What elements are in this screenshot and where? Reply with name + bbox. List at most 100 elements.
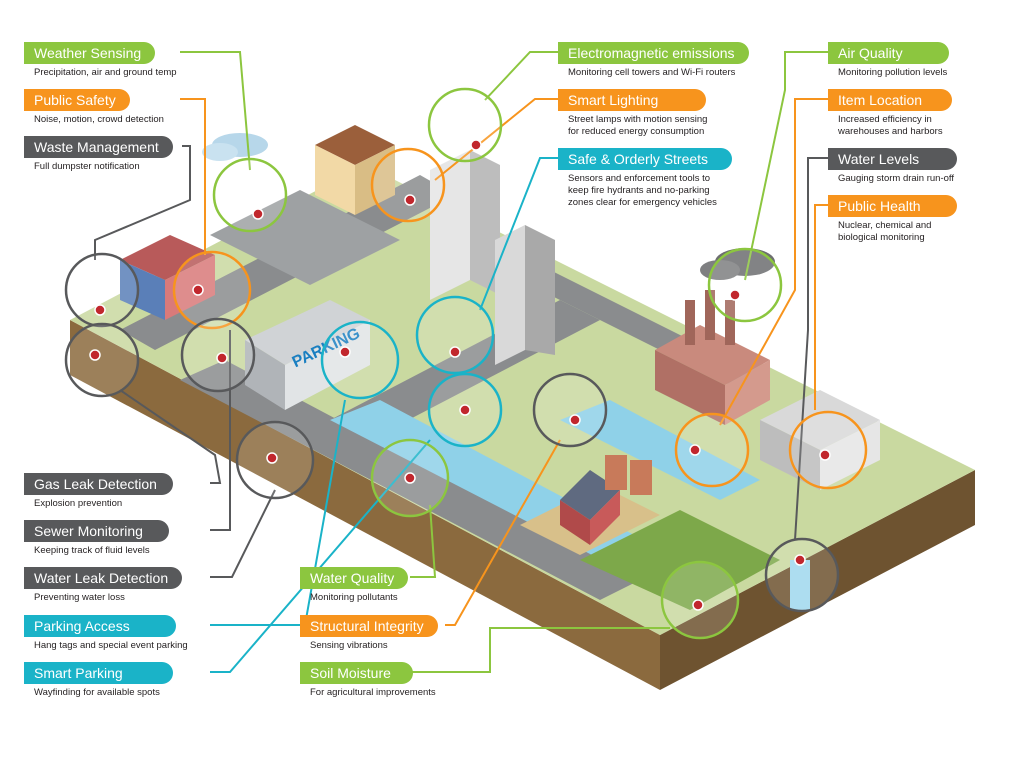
label-parking-access: Parking Access Hang tags and special eve… bbox=[24, 615, 188, 652]
sensor-electromagnetic bbox=[427, 87, 503, 163]
label-desc: Nuclear, chemical and bbox=[838, 220, 932, 231]
label-desc: Full dumpster notification bbox=[34, 161, 140, 172]
label-public-health: Public Health Nuclear, chemical and biol… bbox=[828, 195, 957, 244]
townhouse bbox=[315, 125, 395, 215]
label-gas-leak: Gas Leak Detection Explosion prevention bbox=[24, 473, 173, 510]
sensor-dot bbox=[689, 444, 701, 456]
label-smart-parking: Smart Parking Wayfinding for available s… bbox=[24, 662, 173, 699]
sensor-dot bbox=[216, 352, 228, 364]
sensor-dot bbox=[339, 346, 351, 358]
label-desc: zones clear for emergency vehicles bbox=[568, 197, 717, 208]
connector-water-levels bbox=[794, 157, 828, 541]
label-waste-management: Waste Management Full dumpster notificat… bbox=[24, 136, 173, 173]
sensor-water-levels bbox=[764, 537, 840, 613]
label-desc: warehouses and harbors bbox=[838, 126, 943, 137]
label-title: Public Safety bbox=[24, 89, 130, 111]
label-desc: keep fire hydrants and no-parking bbox=[568, 185, 710, 196]
label-desc: Monitoring cell towers and Wi-Fi routers bbox=[568, 67, 736, 78]
label-desc: Increased efficiency in bbox=[838, 114, 932, 125]
parking-garage: PARKING bbox=[245, 300, 370, 410]
label-desc: Monitoring pollutants bbox=[310, 592, 398, 603]
barn-house bbox=[560, 455, 652, 545]
label-desc: Sensing vibrations bbox=[310, 640, 388, 651]
label-title: Water Leak Detection bbox=[24, 567, 183, 589]
label-title: Electromagnetic emissions bbox=[558, 42, 749, 64]
connector-safe-streets bbox=[479, 157, 558, 311]
label-desc: Keeping track of fluid levels bbox=[34, 545, 150, 556]
label-title: Structural Integrity bbox=[300, 615, 438, 637]
label-sewer: Sewer Monitoring Keeping track of fluid … bbox=[24, 520, 169, 557]
connector-water-quality bbox=[410, 504, 437, 578]
connector-smart-lighting bbox=[434, 98, 558, 181]
connector-waste-management bbox=[94, 145, 191, 260]
label-title: Smart Parking bbox=[24, 662, 173, 684]
label-title: Soil Moisture bbox=[300, 662, 413, 684]
sensor-weather bbox=[212, 157, 288, 233]
sensor-dot bbox=[819, 449, 831, 461]
connector-public-health bbox=[814, 204, 828, 410]
sensor-dot bbox=[266, 452, 278, 464]
label-desc: biological monitoring bbox=[838, 232, 925, 243]
connector-soil-moisture bbox=[405, 627, 670, 673]
connector-sewer bbox=[210, 330, 231, 531]
sensor-dot bbox=[470, 139, 482, 151]
label-water-leak: Water Leak Detection Preventing water lo… bbox=[24, 567, 183, 604]
label-safe-streets: Safe & Orderly Streets Sensors and enfor… bbox=[558, 148, 733, 209]
connector-public-safety bbox=[180, 98, 206, 255]
label-desc: for reduced energy consumption bbox=[568, 126, 705, 137]
label-electromagnetic: Electromagnetic emissions Monitoring cel… bbox=[558, 42, 749, 79]
label-title: Item Location bbox=[828, 89, 953, 111]
soil-side-right bbox=[660, 470, 975, 690]
connector-gas-leak bbox=[119, 389, 222, 484]
label-desc: Noise, motion, crowd detection bbox=[34, 114, 164, 125]
connector-electromagnetic bbox=[484, 51, 558, 101]
sensor-dot bbox=[449, 346, 461, 358]
sensor-waste bbox=[64, 252, 140, 328]
connector-air-quality bbox=[744, 51, 828, 281]
label-desc: Street lamps with motion sensing bbox=[568, 114, 708, 125]
label-title: Smart Lighting bbox=[558, 89, 707, 111]
label-title: Weather Sensing bbox=[24, 42, 156, 64]
sensor-public-safety bbox=[172, 250, 252, 330]
label-public-safety: Public Safety Noise, motion, crowd detec… bbox=[24, 89, 164, 126]
label-title: Gas Leak Detection bbox=[24, 473, 173, 495]
sensor-dot bbox=[404, 194, 416, 206]
connector-smart-parking bbox=[210, 439, 431, 673]
sensor-smart-lighting bbox=[370, 147, 446, 223]
label-title: Air Quality bbox=[828, 42, 949, 64]
label-desc: Wayfinding for available spots bbox=[34, 687, 160, 698]
label-weather-sensing: Weather Sensing Precipitation, air and g… bbox=[24, 42, 177, 79]
label-desc: Gauging storm drain run-off bbox=[838, 173, 954, 184]
label-water-quality: Water Quality Monitoring pollutants bbox=[300, 567, 409, 604]
sensor-dot bbox=[252, 208, 264, 220]
label-title: Parking Access bbox=[24, 615, 176, 637]
sensor-dot bbox=[89, 349, 101, 361]
label-desc: Hang tags and special event parking bbox=[34, 640, 188, 651]
canal bbox=[560, 400, 760, 500]
tall-office-tower bbox=[430, 150, 500, 300]
farm-field bbox=[580, 510, 780, 610]
label-desc: Sensors and enforcement tools to bbox=[568, 173, 711, 184]
label-title: Water Levels bbox=[828, 148, 958, 170]
weather-cloud bbox=[202, 133, 268, 161]
label-title: Safe & Orderly Streets bbox=[558, 148, 733, 170]
factory bbox=[655, 290, 770, 425]
label-title: Sewer Monitoring bbox=[24, 520, 169, 542]
sensor-parking-access bbox=[320, 320, 400, 400]
label-title: Public Health bbox=[828, 195, 957, 217]
sensor-item-location bbox=[674, 412, 750, 488]
label-soil-moisture: Soil Moisture For agricultural improveme… bbox=[300, 662, 436, 699]
connector-weather-sensing bbox=[180, 51, 251, 171]
label-water-levels: Water Levels Gauging storm drain run-off bbox=[828, 148, 958, 185]
soil-side-left bbox=[70, 320, 660, 690]
label-desc: Monitoring pollution levels bbox=[838, 67, 948, 78]
sensor-safe-streets bbox=[415, 295, 495, 375]
sensor-dot bbox=[404, 472, 416, 484]
sensor-gas-leak bbox=[64, 322, 140, 398]
ground-top bbox=[70, 165, 975, 635]
sensor-structural bbox=[532, 372, 608, 448]
label-desc: Explosion prevention bbox=[34, 498, 123, 509]
storm-drain-water bbox=[790, 560, 810, 610]
sensor-dot bbox=[794, 554, 806, 566]
